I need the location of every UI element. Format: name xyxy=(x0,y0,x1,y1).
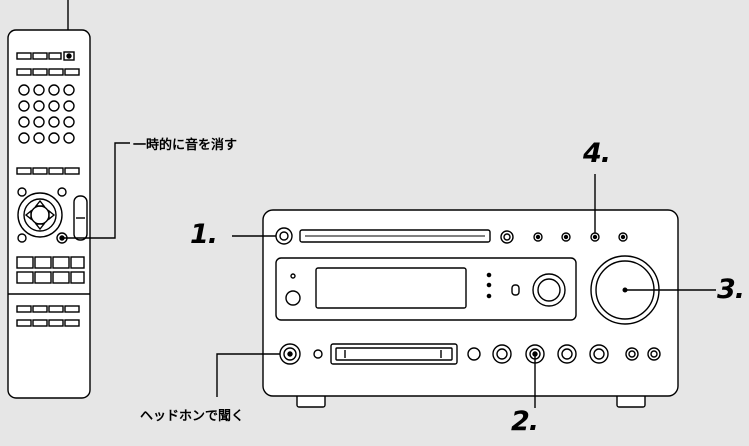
small-indicator xyxy=(511,284,520,296)
remote-small-buttons xyxy=(17,187,67,197)
tuning-knob xyxy=(537,278,561,302)
standby-button xyxy=(285,290,301,306)
remote-bottom-buttons xyxy=(16,305,80,327)
remote-lower-buttons xyxy=(16,256,85,284)
indicator-led xyxy=(290,273,296,279)
headphones-label: ヘッドホンで聞く xyxy=(140,409,245,424)
remote-small-button xyxy=(17,233,27,243)
step3-label: 3. xyxy=(717,274,745,305)
headphone-leader-line xyxy=(216,353,280,397)
callout-lines xyxy=(216,174,716,408)
step4-label: 4. xyxy=(583,138,611,169)
small-bottom-button xyxy=(313,349,323,359)
step1-label: 1. xyxy=(190,219,218,250)
remote-top-buttons xyxy=(16,51,80,76)
remote-mid-buttons xyxy=(16,167,80,175)
stereo-unit xyxy=(262,209,679,408)
mute-callout-line xyxy=(62,142,130,239)
remote-dpad xyxy=(17,192,63,238)
bottom-button-1 xyxy=(467,347,481,361)
display-window xyxy=(315,267,467,309)
step2-label: 2. xyxy=(511,406,539,437)
mute-label: 一時的に音を消す xyxy=(133,138,238,153)
remote-number-pad xyxy=(18,84,75,144)
cassette-slot xyxy=(335,347,453,361)
remote-control xyxy=(7,0,130,399)
